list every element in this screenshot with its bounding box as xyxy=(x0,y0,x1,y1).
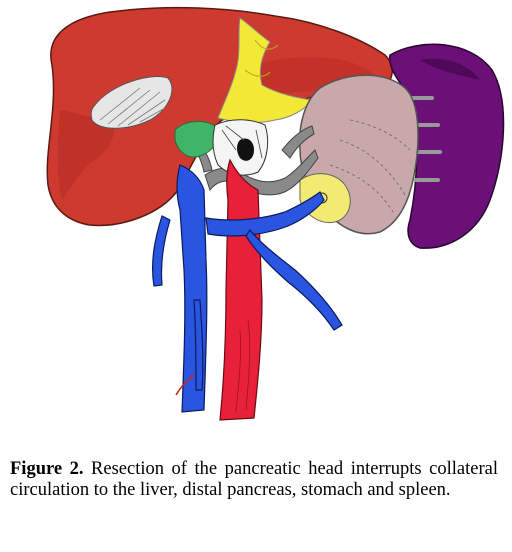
caption-text: Resection of the pancreatic head interru… xyxy=(10,459,498,500)
celiac-region xyxy=(212,119,269,176)
figure-label: Figure 2. xyxy=(10,459,84,479)
portal-venous-system xyxy=(151,164,343,413)
bile-duct xyxy=(217,17,313,124)
green-tissue xyxy=(174,121,220,158)
spleen xyxy=(389,43,505,249)
anatomy-illustration xyxy=(46,6,505,421)
aorta xyxy=(219,158,263,421)
figure-caption: Figure 2. Resection of the pancreatic he… xyxy=(10,459,498,501)
